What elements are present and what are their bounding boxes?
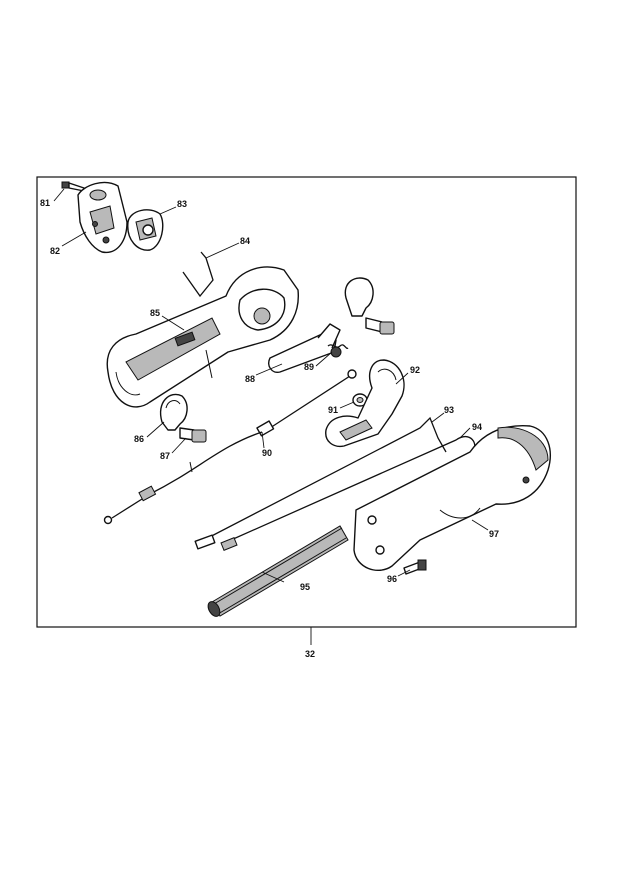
- part-88-lever: [268, 323, 341, 373]
- diagram-frame: [36, 176, 577, 628]
- part-86-clamp: [159, 393, 188, 431]
- callout-87: 87: [160, 451, 170, 461]
- part-83-switch: [127, 209, 164, 251]
- callout-92: 92: [410, 365, 420, 375]
- part-87-bolt: [179, 427, 207, 443]
- part-92-trigger: [325, 359, 405, 448]
- callout-85: 85: [150, 308, 160, 318]
- part-90-throttle-cable: [103, 369, 357, 525]
- part-85-handle-half: [106, 266, 299, 408]
- stop-wire-terminal: [194, 534, 216, 550]
- part-95-corrugated-conduit: [207, 525, 349, 617]
- callout-97: 97: [489, 529, 499, 539]
- part-93-stop-wire: [199, 416, 447, 543]
- callout-91: 91: [328, 405, 338, 415]
- upper-clamp: [344, 277, 395, 335]
- callout-82: 82: [50, 246, 60, 256]
- part-91-nut: [352, 393, 368, 407]
- callout-83: 83: [177, 199, 187, 209]
- callout-95: 95: [300, 582, 310, 592]
- part-82-cover-plate: [77, 181, 128, 254]
- ground-wire-terminal: [220, 537, 238, 551]
- callout-leaders: [53, 188, 489, 583]
- callout-90: 90: [262, 448, 272, 458]
- part-96-screw: [403, 559, 427, 575]
- callout-94: 94: [472, 422, 482, 432]
- part-81-screw: [61, 181, 85, 192]
- callout-93: 93: [444, 405, 454, 415]
- callout-84: 84: [240, 236, 250, 246]
- part-84-wire-spring: [182, 251, 214, 298]
- part-97-rear-handle: [353, 425, 551, 571]
- part-89-spring: [327, 344, 349, 358]
- callout-89: 89: [304, 362, 314, 372]
- callout-81: 81: [40, 198, 50, 208]
- callout-88: 88: [245, 374, 255, 384]
- callout-86: 86: [134, 434, 144, 444]
- callout-96: 96: [387, 574, 397, 584]
- page-reference: 32: [305, 649, 315, 659]
